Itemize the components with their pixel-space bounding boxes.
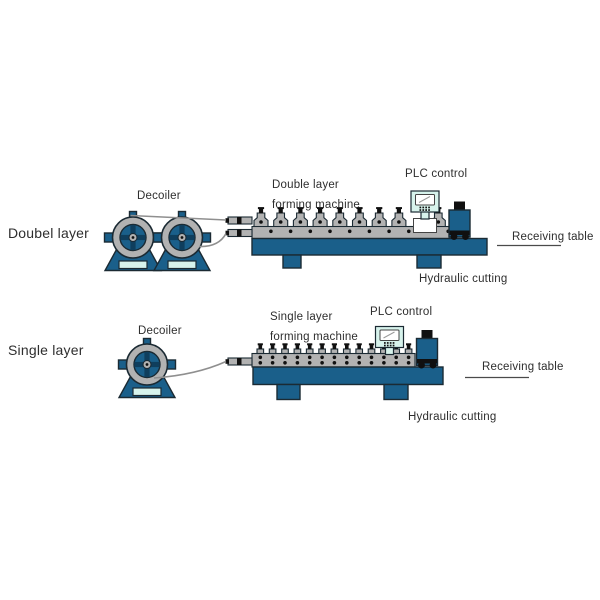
- decoiler-icon: [117, 337, 177, 399]
- double-forming-machine-graphic: [224, 206, 488, 269]
- upper-entry-guide: [224, 216, 253, 225]
- single-machine-label-line1: Single layer: [270, 311, 333, 323]
- double-receiving-table-label: Receiving table: [512, 231, 594, 243]
- single-hydraulic-cutting-label: Hydraulic cutting: [408, 411, 497, 423]
- metal-strip: [153, 360, 227, 379]
- double-hydraulic-cutting-label: Hydraulic cutting: [419, 273, 508, 285]
- double-layer-line: [103, 190, 561, 272]
- single-machine-label-line2: forming machine: [270, 331, 359, 343]
- decoiler-icon: [152, 210, 212, 272]
- single-receiving-table-label: Receiving table: [482, 361, 564, 373]
- double-machine-label-line2: forming machine: [272, 199, 361, 211]
- hydraulic-cutter-icon: [415, 329, 439, 370]
- single-layer-section-title: Single layer: [8, 342, 84, 358]
- metal-strip-upper: [130, 214, 227, 221]
- hydraulic-cutter-icon: [448, 200, 471, 241]
- single-layer-line: [117, 325, 529, 401]
- metal-strip-lower: [198, 233, 227, 248]
- double-decoiler-label: Decoiler: [137, 190, 181, 202]
- entry-guide: [224, 357, 253, 366]
- single-decoiler-label: Decoiler: [138, 325, 182, 337]
- single-plc-label: PLC control: [370, 306, 433, 318]
- lower-entry-guide: [224, 228, 253, 238]
- double-layer-section-title: Doubel layer: [8, 225, 89, 241]
- double-machine-label-line1: Double layer: [272, 179, 339, 191]
- single-forming-machine-graphic: [224, 342, 444, 401]
- double-plc-label: PLC control: [405, 168, 468, 180]
